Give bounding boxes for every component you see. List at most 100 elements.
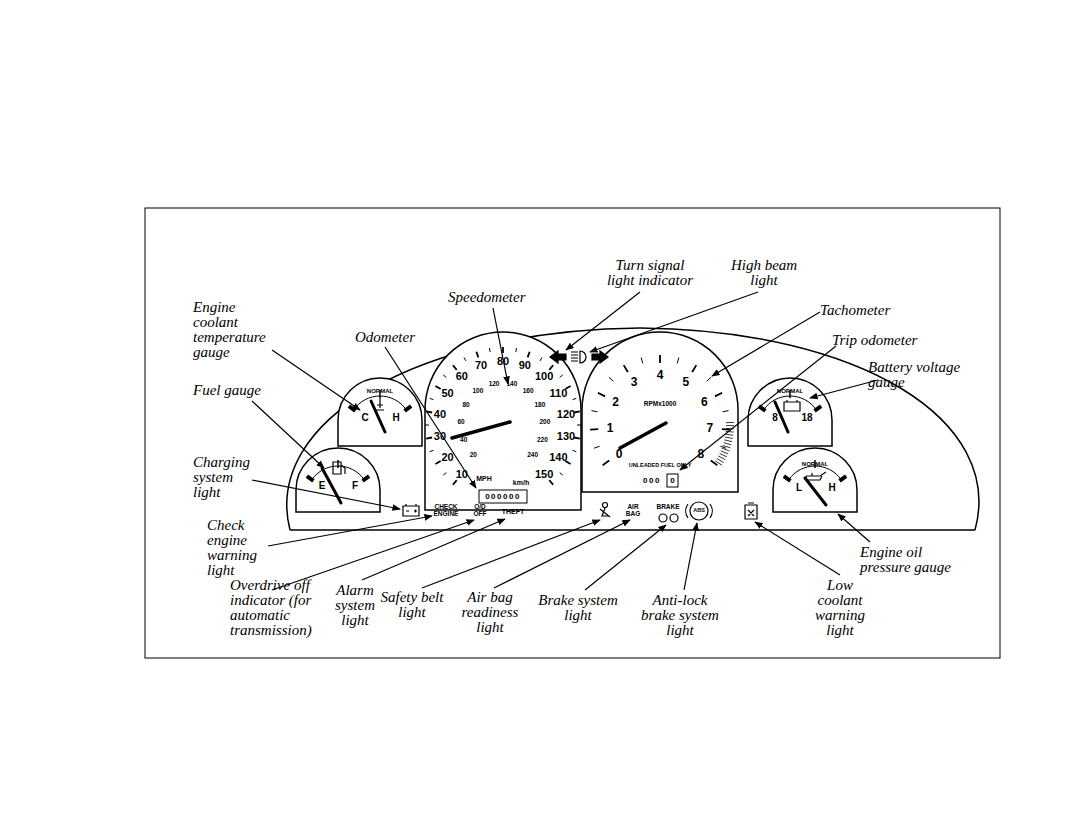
dial-text: 240 [527,451,538,458]
callout-label: Anti-lock brake system light [635,593,725,638]
dial-text: 7 [707,422,714,434]
dial-tick [692,365,696,372]
dial-tick [726,422,734,423]
callout-label: Air bag readiness light [455,590,525,635]
dial-tick [549,480,553,485]
callout-label: Low coolant warning light [810,578,870,638]
leader-line [494,520,630,588]
gauge-mark [363,476,370,481]
odometer-window [479,490,527,503]
dial-text: 130 [557,431,575,442]
dial-text: F [352,481,358,491]
dial-tick [594,446,600,448]
dial-text: 90 [519,359,531,370]
dial-text: 100 [535,370,553,381]
dial-text: 8 [698,448,705,460]
dial-text: CHECK ENGINE [433,504,459,517]
dial-tick [603,461,610,466]
dial-tick [573,450,577,451]
dial-text: 6 [701,396,708,408]
leader-line [385,347,476,488]
dial-text: THEFT [502,508,525,515]
leader-line [680,346,836,470]
dial-text: 200 [539,419,550,426]
dial-tick [435,386,440,389]
dial-tick [515,348,517,352]
dial-text: 0 [670,477,674,485]
leader-line [362,519,505,580]
dial-tick [549,365,553,370]
gauge-mark [337,460,339,468]
turn-signal-arrow [592,351,608,363]
dial-text: L [796,483,802,493]
gauge-mark [840,476,847,481]
leader-line [493,308,508,384]
dial-text: 18 [801,413,812,423]
dial-text: 0 [616,448,623,460]
dial-text: 30 [434,431,446,442]
brake-icon [659,514,667,522]
gauge-band [354,396,406,410]
oil-can-icon [806,472,826,480]
seatbelt-icon [603,503,608,508]
callout-label: Turn signal light indicator [600,258,700,288]
dial-tick [430,450,434,451]
dial-tick [724,440,732,442]
dial-tick [659,355,661,363]
leader-line [272,350,360,410]
dial-text: NORMAL [367,388,393,394]
cluster-base [290,529,975,531]
dial-text: 80 [463,402,470,409]
dial-tick [453,365,457,370]
callout-label: High beam light [724,258,804,288]
leader-line [684,523,697,590]
dial-text: 000000 [485,493,521,501]
callout-label: Alarm system light [328,583,383,628]
gauge-band [764,396,816,410]
callout-label: Battery voltage gauge [868,360,978,390]
dial-text: UNLEADED FUEL ONLY [629,463,692,469]
dial-tick [577,425,581,426]
dial-text: 1 [607,422,614,434]
callout-label: Tachometer [820,303,890,318]
dial-text: 60 [457,419,464,426]
dial-tick [725,437,733,438]
callout-label: Charging system light [193,455,263,500]
abs-icon [686,504,713,518]
dial-text: 110 [550,388,568,399]
leader-line [252,480,400,509]
dial-tick [725,434,733,435]
dial-text: 150 [535,469,553,480]
dial-text: 80 [497,356,509,367]
dial-text: H [392,413,399,423]
dial-tick [443,473,446,476]
dial-tick [715,393,722,397]
dial-text: H [828,483,835,493]
leader-line [268,516,432,546]
gauge-mark [307,476,314,481]
gauge-face [425,332,581,510]
gauge-band [789,466,841,480]
dial-text: 3 [631,376,638,388]
leader-line [712,312,820,376]
dial-tick [598,393,605,397]
dial-tick [718,456,725,460]
dial-text: NORMAL [777,388,803,394]
dial-text: 8 [772,413,778,423]
leader-line [566,292,640,350]
callout-label: Safety belt light [375,590,450,620]
dial-tick [476,352,478,358]
frame [145,208,1000,658]
dial-text: 20 [470,451,477,458]
dial-tick [464,357,466,360]
dial-tick [528,352,530,358]
callout-label: Fuel gauge [193,383,261,398]
dial-tick [707,377,711,381]
gauge-face [338,378,422,446]
dial-tick [720,453,727,456]
thermometer-icon [376,398,384,410]
dial-text: 10 [456,469,468,480]
dial-tick [726,425,734,426]
dial-text: ABS [693,508,705,514]
dial-tick [641,358,643,364]
